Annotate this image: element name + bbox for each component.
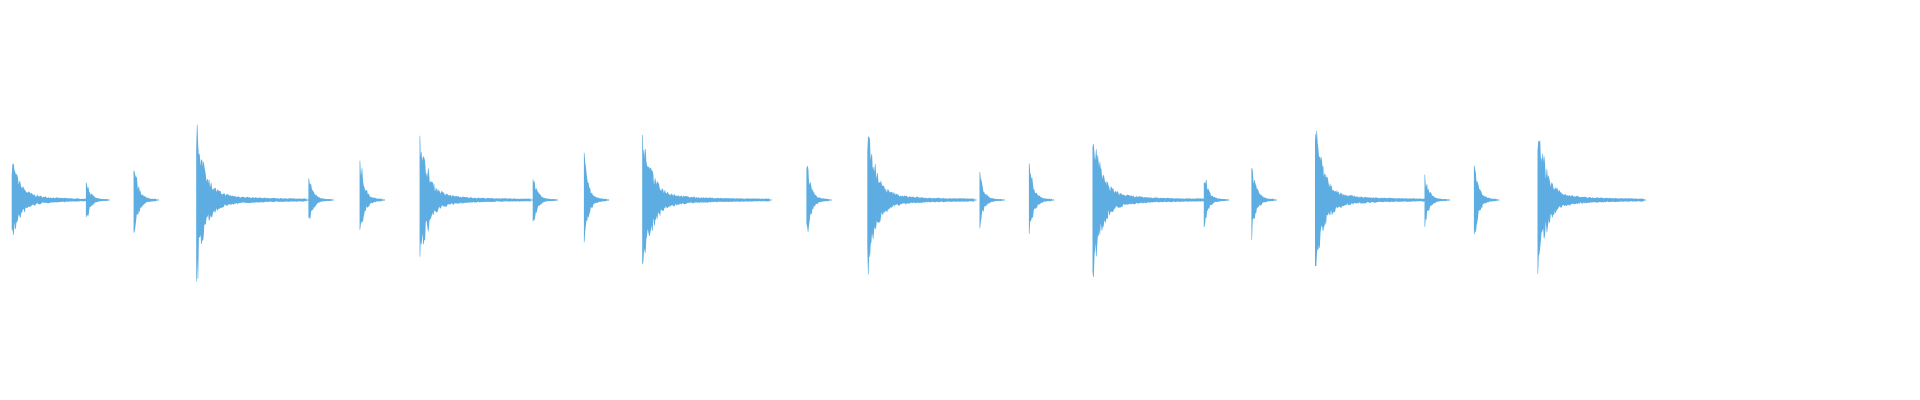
waveform-burst-3	[133, 170, 157, 233]
waveform-burst-8	[532, 179, 556, 222]
waveform-burst-9	[583, 152, 607, 243]
waveform-burst-14	[1028, 163, 1052, 235]
waveform-burst-18	[1315, 130, 1425, 267]
waveform-bursts	[11, 124, 1646, 282]
waveform-burst-4	[196, 124, 307, 282]
waveform-burst-12	[867, 136, 975, 275]
waveform-burst-17	[1251, 168, 1275, 241]
waveform-burst-21	[1537, 140, 1644, 274]
waveform-burst-19	[1424, 174, 1448, 227]
waveform-burst-16	[1203, 179, 1227, 228]
waveform-burst-2	[85, 182, 108, 217]
waveform-burst-1	[11, 163, 88, 235]
waveform-burst-13	[979, 171, 1003, 229]
waveform-burst-6	[359, 160, 383, 230]
waveform-burst-15	[1092, 144, 1206, 277]
waveform-burst-7	[419, 135, 531, 257]
waveform-burst-11	[806, 166, 830, 232]
waveform-burst-20	[1473, 165, 1497, 235]
waveform-burst-10	[642, 134, 770, 265]
waveform-burst-5	[308, 178, 332, 219]
